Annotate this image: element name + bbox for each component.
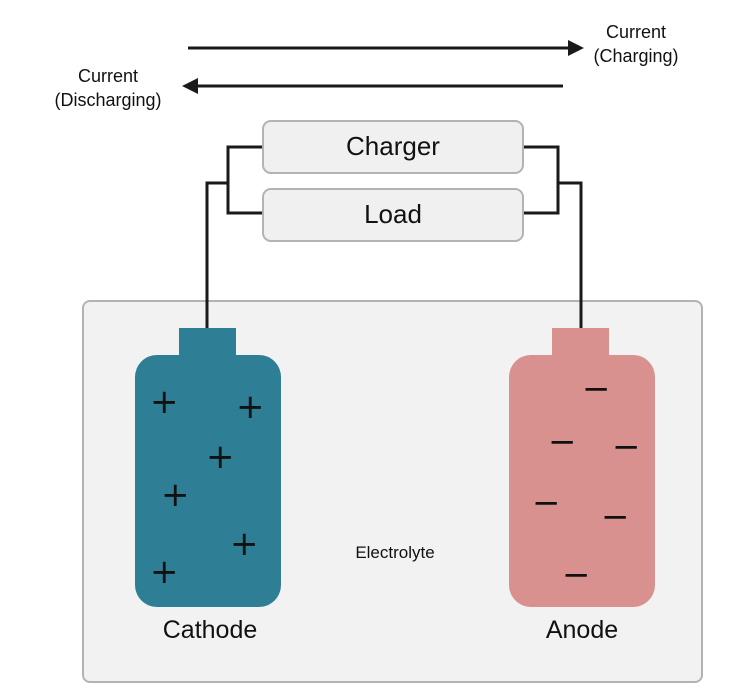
cathode-plus-sign: +: [230, 524, 259, 564]
cathode-plus-sign: +: [236, 387, 265, 427]
charging-arrowhead: [568, 40, 584, 56]
right-wire: [558, 181, 583, 330]
anode-label: Anode: [545, 616, 619, 644]
charging-current-line1: Current: [605, 22, 667, 42]
anode-minus-sign: −: [582, 369, 611, 409]
charger-box: [262, 120, 524, 174]
anode-minus-sign: −: [548, 422, 577, 462]
charging-current-label: Current (Charging): [578, 20, 694, 68]
cathode-plus-sign: +: [150, 552, 179, 592]
anode-minus-sign: −: [612, 427, 641, 467]
anode-body: [509, 355, 655, 607]
load-label: Load: [364, 199, 422, 229]
discharging-arrowhead: [182, 78, 198, 94]
right-bridge-wire: [523, 145, 560, 215]
cathode-terminal: [179, 328, 236, 358]
load-box: [262, 188, 524, 242]
cathode-plus-sign: +: [161, 475, 190, 515]
discharging-current-line2: (Discharging): [54, 90, 162, 110]
left-bridge-wire: [226, 145, 263, 215]
cathode-label: Cathode: [162, 616, 258, 644]
anode-minus-sign: −: [601, 497, 630, 537]
cathode-plus-sign: +: [150, 382, 179, 422]
left-wire: [205, 181, 228, 330]
electrolyte-label: Electrolyte: [355, 543, 435, 562]
discharging-current-line1: Current: [77, 66, 139, 86]
anode-terminal: [552, 328, 609, 358]
cathode-plus-sign: +: [206, 437, 235, 477]
discharging-current-label: Current (Discharging): [38, 64, 178, 112]
charger-label: Charger: [346, 131, 440, 161]
anode-minus-sign: −: [562, 555, 591, 595]
anode-minus-sign: −: [532, 483, 561, 523]
charging-current-line2: (Charging): [593, 46, 679, 66]
cathode-body: [135, 355, 281, 607]
